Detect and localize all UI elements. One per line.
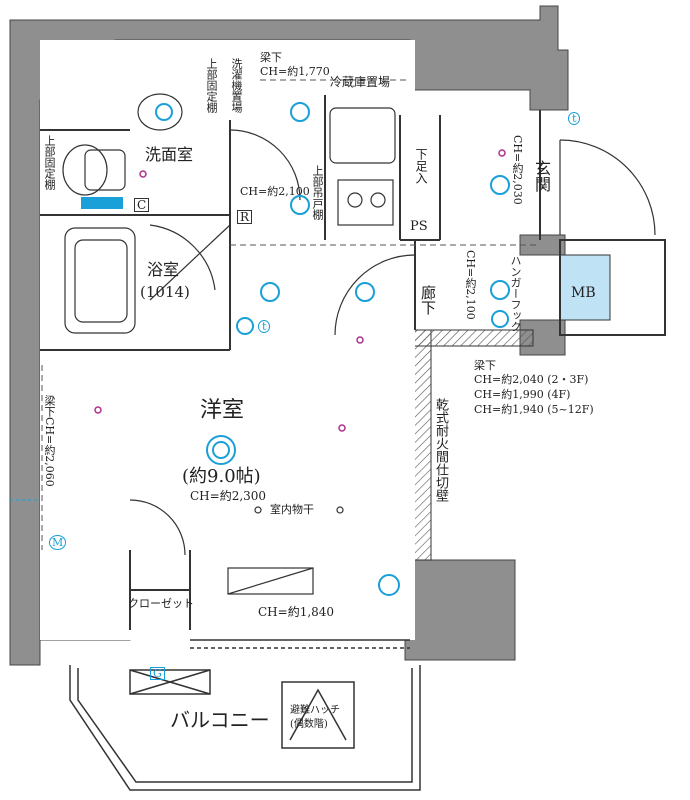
room-label-ps: PS — [410, 219, 428, 234]
door-swings — [129, 129, 656, 556]
fridge-label: 冷蔵庫置場 — [330, 75, 391, 89]
beam-left-label: 梁下CH=約2,060 — [43, 395, 56, 487]
hatch-label: 避難ハッチ — [290, 705, 340, 716]
symbol-c: C — [134, 198, 150, 212]
balcony-outline — [69, 639, 421, 791]
entrance-ch-label: CH=約2,030 — [511, 135, 524, 205]
beam-top-ch: CH=約1,770 — [260, 65, 330, 78]
mb-box — [559, 254, 611, 321]
symbol-g: G — [150, 667, 165, 680]
drying-rack — [227, 506, 344, 595]
upper-cabinet-label: 上部吊戸棚 — [311, 165, 324, 220]
room-label-corridor: 廊下 — [419, 285, 437, 315]
drying-label: 室内物干 — [270, 503, 314, 516]
fixtures-magenta — [94, 149, 506, 432]
interior-walls — [40, 40, 541, 640]
upper-shelf-left-label: 上部固定棚 — [43, 135, 56, 190]
symbol-m: M — [49, 535, 67, 550]
beam-lines — [41, 79, 540, 550]
kitchen — [329, 107, 396, 226]
dry-wall-label: 乾式耐火間仕切壁 — [433, 398, 448, 502]
fixtures-blue — [81, 102, 510, 596]
beam-right-ch3: CH=約1,940 (5~12F) — [474, 403, 594, 416]
room-label-entrance: 玄関 — [532, 160, 551, 192]
room-label-western-area: (約9.0帖) — [182, 466, 261, 487]
symbol-r: R — [237, 210, 253, 224]
corridor-ch-label: CH=約2,100 — [464, 250, 477, 320]
bathroom-fixtures — [62, 93, 183, 334]
beam-right-label: 梁下 — [474, 359, 496, 372]
symbol-t-room: t — [258, 320, 271, 333]
fire-partition-wall — [412, 329, 432, 561]
room-label-bath: 浴室 — [147, 260, 180, 279]
hatch-sub-label: (偶数階) — [290, 719, 328, 730]
room-label-closet: クローゼット — [128, 597, 194, 610]
closet-ch-label: CH=約1,840 — [258, 605, 335, 619]
room-label-balcony: バルコニー — [170, 708, 270, 732]
hanger-hook-label: ハンガーフック — [509, 255, 522, 332]
room-label-mb: MB — [571, 285, 596, 301]
wash-ch-label: CH=約2,100 — [240, 185, 310, 198]
symbol-t-entrance: t — [568, 112, 581, 125]
beam-top-label: 梁下 — [260, 51, 282, 64]
room-label-western: 洋室 — [200, 398, 245, 423]
beam-right-ch2: CH=約1,990 (4F) — [474, 388, 571, 401]
washer-label: 洗濯機置場 — [230, 58, 243, 113]
room-label-western-ch: CH=約2,300 — [190, 489, 267, 503]
room-label-washroom: 洗面室 — [145, 145, 194, 164]
shoe-box-label: 下足入 — [414, 148, 428, 184]
room-label-bath-size: (1014) — [140, 283, 190, 301]
upper-shelf-top-label: 上部固定棚 — [205, 58, 218, 113]
beam-right-ch1: CH=約2,040 (2・3F) — [474, 373, 589, 386]
